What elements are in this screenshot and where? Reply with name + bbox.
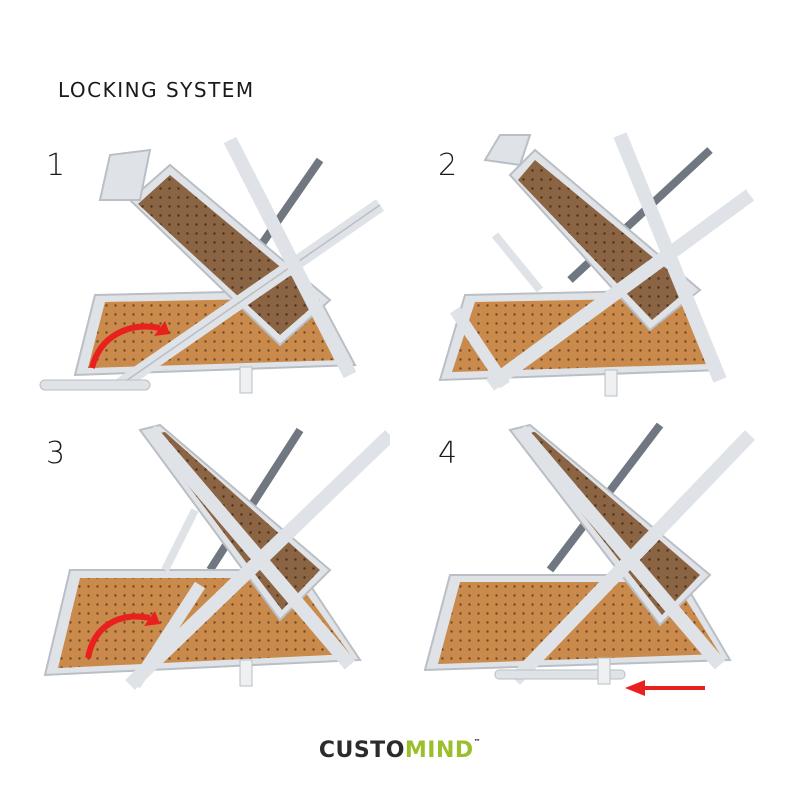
step-number-3: 3 xyxy=(46,436,66,471)
step-3-illustration xyxy=(30,420,390,700)
step-2-illustration xyxy=(420,130,780,410)
brand-logo: CUSTOMIND™ xyxy=(0,738,800,763)
step-4-illustration xyxy=(420,420,780,700)
logo-trademark: ™ xyxy=(473,738,482,746)
page-title: LOCKING SYSTEM xyxy=(58,78,255,102)
logo-part-2: MIND xyxy=(404,738,474,763)
curved-arrow-icon xyxy=(85,613,151,659)
step-number-1: 1 xyxy=(46,148,66,183)
step-number-4: 4 xyxy=(438,436,458,471)
step-1-illustration xyxy=(30,130,390,410)
step-number-2: 2 xyxy=(438,148,458,183)
curved-arrow-icon xyxy=(89,323,161,369)
logo-part-1: CUSTO xyxy=(318,738,405,763)
